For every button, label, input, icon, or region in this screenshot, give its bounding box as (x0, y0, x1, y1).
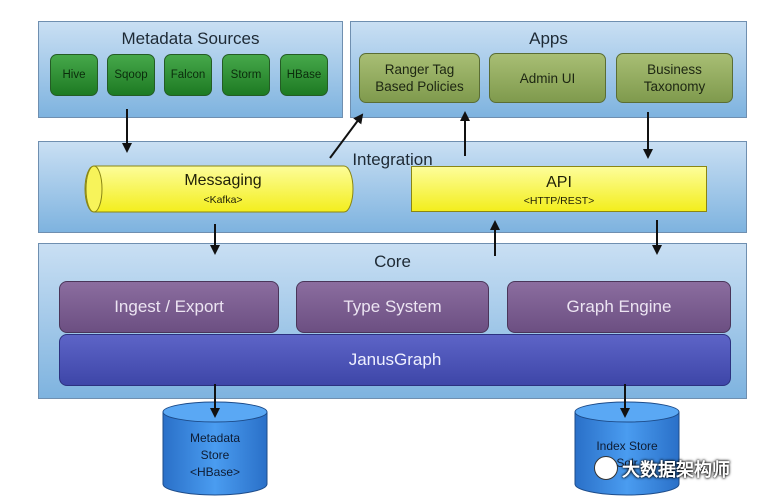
arrow-integration-to-ranger (329, 113, 364, 159)
core-graph-engine: Graph Engine (507, 281, 731, 333)
source-storm: Storm (222, 54, 270, 96)
core-ingest-export: Ingest / Export (59, 281, 279, 333)
core-title: Core (374, 252, 411, 271)
app-admin-line1: Admin UI (519, 70, 576, 86)
app-ranger-tag-policies: Ranger Tag Based Policies (359, 53, 480, 103)
source-hbase: HBase (280, 54, 328, 96)
source-sqoop: Sqoop (107, 54, 155, 96)
messaging-label: Messaging (184, 172, 262, 189)
app-business-line1: Business (647, 62, 702, 77)
source-falcon: Falcon (164, 54, 212, 96)
app-admin-ui: Admin UI (489, 53, 606, 103)
watermark-text: 大数据架构师 (622, 460, 730, 480)
metadata-sources-title: Metadata Sources (121, 29, 260, 48)
metadata-store-line1: Metadata (189, 431, 241, 445)
index-store-line1: Index Store (596, 439, 658, 453)
app-business-taxonomy: Business Taxonomy (616, 53, 733, 103)
api-label: API (546, 174, 572, 191)
janusgraph-box: JanusGraph (59, 334, 731, 386)
messaging-sub: <Kafka> (203, 194, 243, 206)
app-ranger-line2: Based Policies (375, 79, 464, 94)
integration-title: Integration (352, 150, 433, 169)
app-ranger-line1: Ranger Tag (384, 62, 455, 77)
apps-title: Apps (529, 29, 568, 48)
metadata-store-line3: <HBase> (189, 465, 241, 479)
api-box: API <HTTP/REST> (411, 166, 707, 212)
messaging-cylinder-shape (84, 165, 354, 213)
source-hive: Hive (50, 54, 98, 96)
core-type-system: Type System (296, 281, 489, 333)
index-store-line2: Solr (616, 456, 638, 470)
api-sub: <HTTP/REST> (523, 195, 595, 207)
wechat-icon (594, 456, 618, 480)
app-business-line2: Taxonomy (643, 79, 706, 94)
metadata-store-line2: Store (200, 448, 230, 462)
